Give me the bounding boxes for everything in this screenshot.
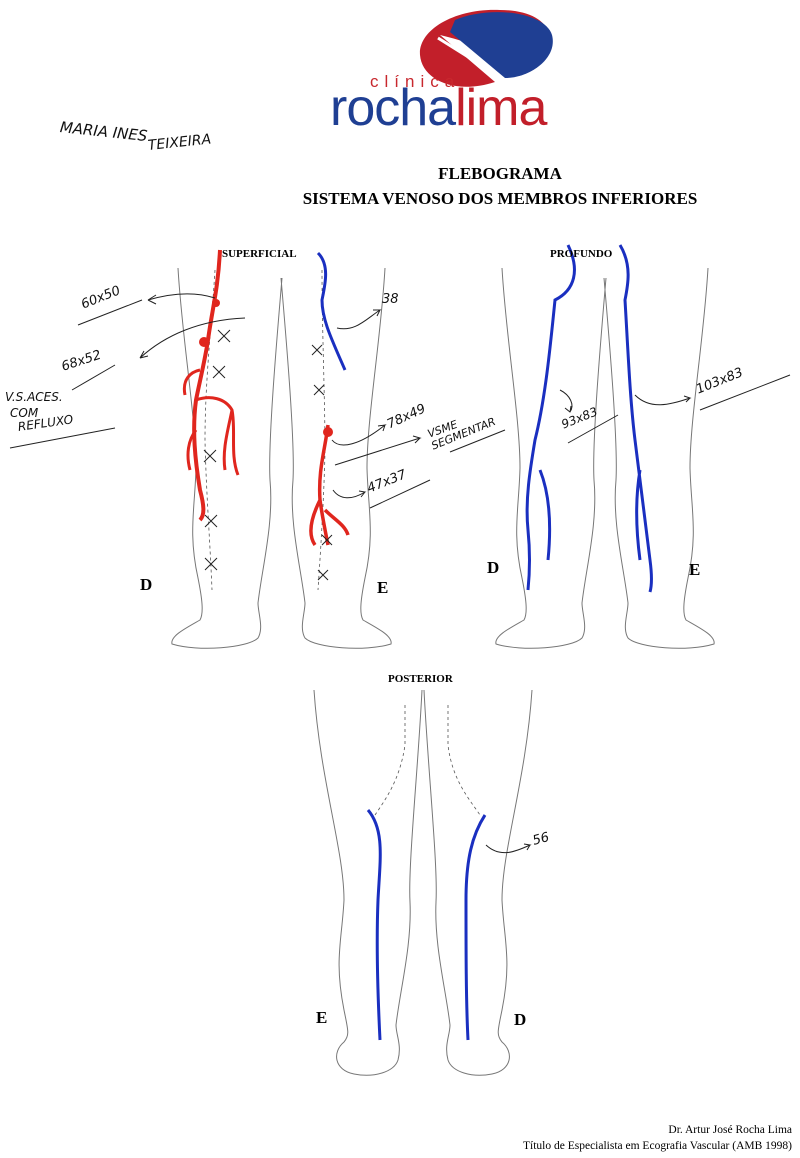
blue-vein [366,809,382,1041]
red-vein [192,249,222,522]
annotation-underlines [9,299,791,509]
superficial-left-leg [280,251,422,649]
page-subtitle: SISTEMA VENOSO DOS MEMBROS INFERIORES [302,189,698,208]
annotation-measure: 38 [382,292,399,307]
annotation-note: COM [10,406,39,420]
side-label-d: D [487,558,500,577]
red-vein [309,424,350,547]
posterior-left-leg [313,689,423,1076]
superficial-right-leg [139,249,283,649]
side-label-e: E [689,560,701,579]
logo-clinica: clínica [370,72,461,91]
blue-vein [316,251,347,371]
profundo-left-leg [603,244,715,649]
blue-vein [464,814,487,1041]
annotation-note: V.S.ACES. [5,390,63,404]
view-label-superficial: SUPERFICIAL [222,248,297,260]
doctor-credential: Título de Especialista em Ecografia Vasc… [523,1140,792,1152]
logo-mark [419,9,553,87]
blue-vein [525,244,576,591]
profundo-right-leg [495,244,607,649]
view-label-profundo: PROFUNDO [550,248,613,260]
doctor-name: Dr. Artur José Rocha Lima [668,1124,792,1136]
blue-vein [618,244,653,593]
logo-lima: lima [455,79,547,137]
page-title: FLEBOGRAMA [438,164,562,183]
logo-wordmark: rochalima [330,79,547,137]
logo-rocha: rocha [330,79,456,137]
side-label-e: E [377,578,389,597]
side-label-d: D [514,1010,527,1029]
posterior-right-leg [423,689,533,1076]
side-label-e: E [316,1008,328,1027]
side-label-d: D [140,575,153,594]
view-label-posterior: POSTERIOR [388,673,453,685]
